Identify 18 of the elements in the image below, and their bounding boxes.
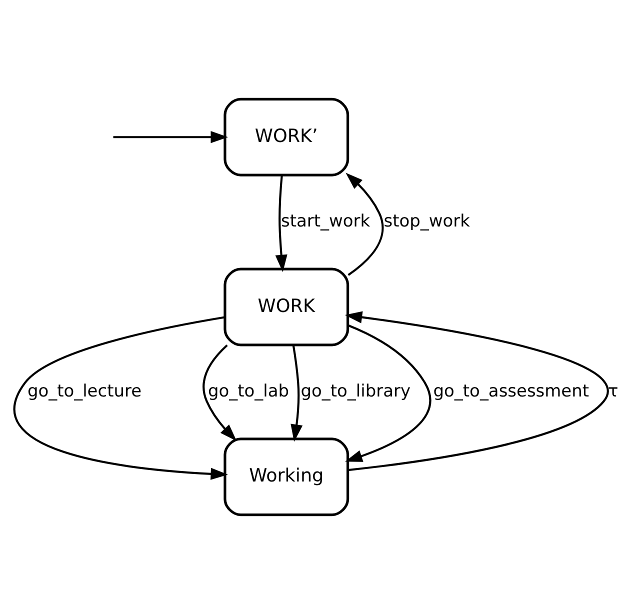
edge-label: τ bbox=[608, 381, 618, 402]
edge-label: start_work bbox=[281, 212, 370, 232]
arrow bbox=[275, 175, 288, 272]
arrow bbox=[290, 344, 303, 442]
node-box: WORK bbox=[224, 268, 350, 346]
arrow bbox=[344, 311, 609, 472]
arrow bbox=[113, 131, 228, 144]
arrow bbox=[202, 344, 237, 442]
edge-label: go_to_lecture bbox=[27, 381, 142, 402]
arrow bbox=[14, 316, 228, 480]
edge-label: go_to_lab bbox=[208, 381, 290, 402]
edge-label: go_to_library bbox=[300, 381, 411, 402]
arrow bbox=[345, 324, 432, 462]
edge-label: stop_work bbox=[384, 212, 470, 232]
node-box: Working bbox=[224, 438, 350, 516]
arrow bbox=[346, 172, 384, 276]
node-box: WORK’ bbox=[224, 98, 350, 176]
edge-label: go_to_assessment bbox=[433, 381, 590, 402]
